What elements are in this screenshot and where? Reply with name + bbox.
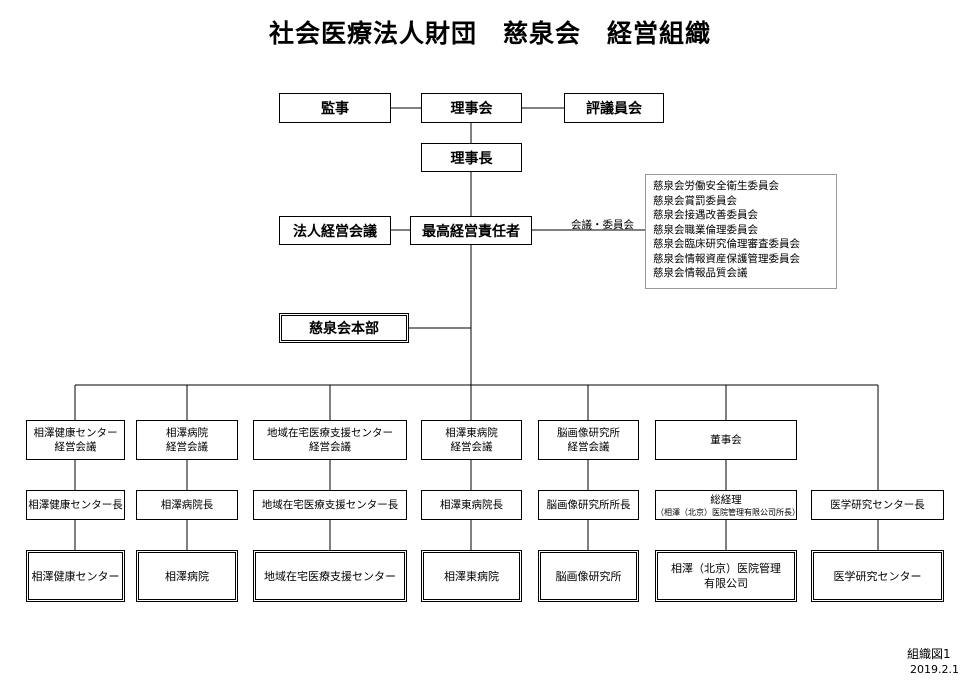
unit-box: 地域在宅医療支援センター	[253, 550, 407, 602]
auditor-box: 監事	[279, 93, 391, 123]
unit-label: 地域在宅医療支援センター	[264, 569, 396, 583]
unit-head-label: 相澤東病院長	[440, 499, 503, 511]
unit-box: 脳画像研究所	[538, 550, 639, 602]
committee-item: 慈泉会情報品質会議	[653, 267, 748, 279]
corporate-meeting-label: 法人経営会議	[293, 223, 377, 240]
unit-meeting-label: 地域在宅医療支援センター 経営会議	[267, 427, 393, 453]
unit-box: 相澤病院	[136, 550, 238, 602]
unit-head-box: 医学研究センター長	[811, 490, 944, 520]
unit-meeting-box: 董事会	[655, 420, 797, 460]
committee-item: 慈泉会賞罰委員会	[653, 194, 737, 207]
unit-meeting-label: 相澤病院 経営会議	[166, 427, 208, 453]
committee-item: 慈泉会臨床研究倫理審査委員会	[653, 238, 800, 250]
unit-head-box: 相澤健康センター長	[26, 490, 125, 520]
unit-meeting-box: 脳画像研究所 経営会議	[538, 420, 639, 460]
hq-label: 慈泉会本部	[309, 321, 379, 337]
revision-date: 2019.2.1	[910, 663, 959, 676]
unit-meeting-label: 脳画像研究所 経営会議	[557, 427, 620, 453]
unit-label: 脳画像研究所	[555, 569, 622, 583]
unit-meeting-box: 相澤東病院 経営会議	[421, 420, 522, 460]
meetings-committees-label: 会議・委員会	[571, 219, 634, 231]
unit-label: 相澤東病院	[444, 569, 499, 583]
unit-head-box: 相澤東病院長	[421, 490, 522, 520]
unit-label: 医学研究センター	[833, 569, 922, 583]
councilors-label: 評議員会	[586, 101, 642, 117]
ceo-box: 最高経営責任者	[410, 216, 532, 245]
unit-box: 相澤（北京）医院管理 有限公司	[655, 550, 797, 602]
unit-label: 相澤健康センター	[31, 569, 120, 583]
unit-head-label: 脳画像研究所所長	[546, 499, 631, 511]
unit-meeting-label: 相澤健康センター 経営会議	[33, 427, 118, 453]
unit-head-box: 脳画像研究所所長	[538, 490, 639, 520]
ceo-label: 最高経営責任者	[422, 223, 520, 240]
unit-label: 相澤病院	[165, 569, 209, 583]
unit-head-label: 総経理	[710, 493, 742, 506]
board-box: 理事会	[421, 93, 522, 123]
unit-head-box: 相澤病院長	[136, 490, 238, 520]
unit-head-sublabel: （相澤（北京）医院管理有限公司所長）	[656, 507, 800, 517]
chart-title: 社会医療法人財団 慈泉会 経営組織	[268, 19, 711, 48]
unit-head-label: 相澤健康センター長	[28, 499, 123, 511]
unit-meeting-box: 相澤病院 経営会議	[136, 420, 238, 460]
hq-box: 慈泉会本部	[279, 313, 409, 343]
unit-meeting-box: 相澤健康センター 経営会議	[26, 420, 125, 460]
committees-list: 慈泉会労働安全衛生委員会 慈泉会賞罰委員会 慈泉会接遇改善委員会 慈泉会職業倫理…	[645, 174, 837, 289]
unit-meeting-label: 董事会	[710, 434, 742, 446]
unit-head-label: 地域在宅医療支援センター長	[261, 499, 399, 511]
chairman-box: 理事長	[421, 143, 522, 172]
figure-number: 組織図1	[907, 647, 951, 661]
auditor-label: 監事	[321, 101, 349, 117]
unit-label: 相澤（北京）医院管理 有限公司	[671, 562, 781, 590]
committee-item: 慈泉会情報資産保護管理委員会	[653, 252, 800, 265]
board-label: 理事会	[450, 101, 493, 117]
committee-item: 慈泉会接遇改善委員会	[653, 209, 758, 221]
chairman-label: 理事長	[450, 150, 493, 167]
unit-meeting-box: 地域在宅医療支援センター 経営会議	[253, 420, 407, 460]
committee-item: 慈泉会職業倫理委員会	[653, 223, 758, 236]
unit-box: 医学研究センター	[811, 550, 944, 602]
unit-head-box: 総経理 （相澤（北京）医院管理有限公司所長）	[655, 490, 800, 520]
unit-head-label: 相澤病院長	[160, 499, 214, 511]
committee-item: 慈泉会労働安全衛生委員会	[653, 180, 779, 192]
unit-meeting-label: 相澤東病院 経営会議	[445, 427, 498, 453]
unit-box: 相澤健康センター	[26, 550, 125, 602]
unit-box: 相澤東病院	[421, 550, 522, 602]
unit-head-box: 地域在宅医療支援センター長	[253, 490, 407, 520]
councilors-box: 評議員会	[564, 93, 664, 123]
unit-head-label: 医学研究センター長	[830, 499, 925, 511]
corporate-meeting-box: 法人経営会議	[279, 216, 391, 245]
